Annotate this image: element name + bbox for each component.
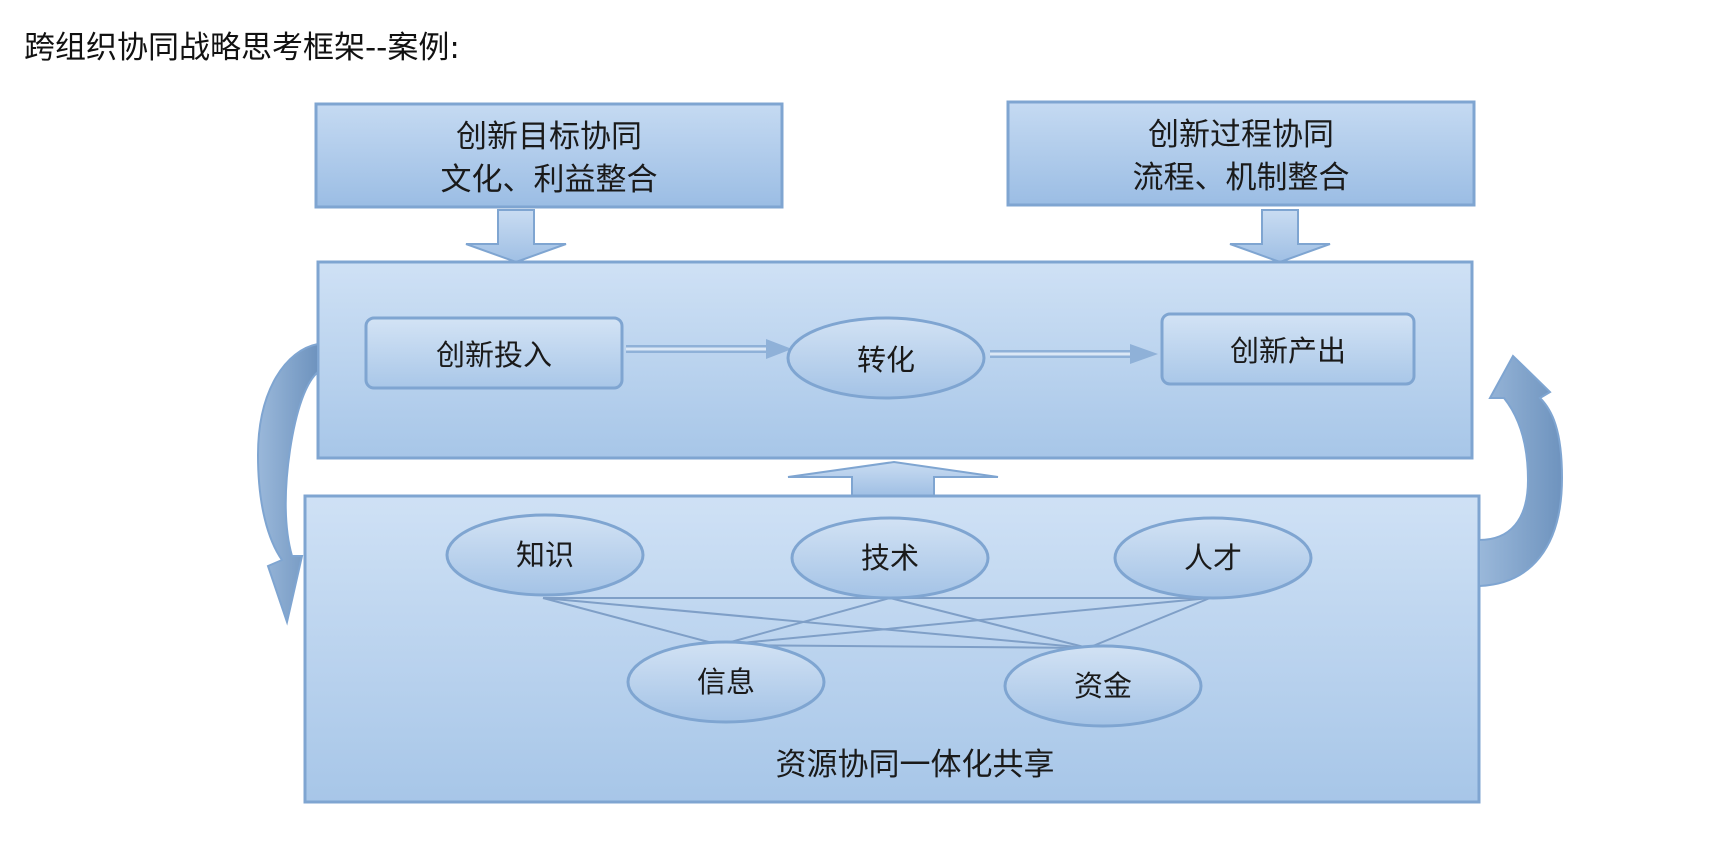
information-label: 信息 <box>697 665 755 699</box>
process-collaboration-box: 创新过程协同 流程、机制整合 <box>1006 100 1476 207</box>
goal-box-line1: 创新目标协同 <box>456 119 642 155</box>
transform-to-output-arrow <box>990 344 1158 364</box>
talent-label: 人才 <box>1184 541 1242 575</box>
process-box-line1: 创新过程协同 <box>1148 117 1334 153</box>
process-down-arrow <box>1229 209 1331 264</box>
innovation-input-node: 创新投入 <box>364 316 624 390</box>
technology-node: 技术 <box>790 516 990 600</box>
innovation-output-label: 创新产出 <box>1230 334 1346 368</box>
knowledge-label: 知识 <box>516 538 574 572</box>
transform-node: 转化 <box>786 316 986 400</box>
resource-sharing-caption: 资源协同一体化共享 <box>776 747 1055 783</box>
resource-sharing-panel: 知识 技术 人才 信息 资金 资源协同一体化共享 <box>303 494 1481 804</box>
information-node: 信息 <box>626 640 826 724</box>
innovation-flow-panel: 创新投入 转化 创新产出 <box>316 260 1474 460</box>
knowledge-node: 知识 <box>445 513 645 597</box>
talent-node: 人才 <box>1113 516 1313 600</box>
page-title: 跨组织协同战略思考框架--案例: <box>24 30 460 66</box>
innovation-input-label: 创新投入 <box>436 338 552 372</box>
goal-box-line2: 文化、利益整合 <box>441 162 658 198</box>
resources-up-arrow <box>787 460 999 497</box>
innovation-output-node: 创新产出 <box>1160 312 1416 386</box>
input-to-transform-arrow <box>626 339 792 359</box>
right-cycle-arrow <box>1478 354 1564 588</box>
goal-collaboration-box: 创新目标协同 文化、利益整合 <box>314 102 784 209</box>
process-box-line2: 流程、机制整合 <box>1133 160 1350 196</box>
technology-label: 技术 <box>861 541 919 575</box>
capital-node: 资金 <box>1003 644 1203 728</box>
capital-label: 资金 <box>1074 669 1132 703</box>
transform-label: 转化 <box>857 343 915 377</box>
goal-down-arrow <box>465 209 567 264</box>
left-cycle-arrow <box>256 342 319 626</box>
